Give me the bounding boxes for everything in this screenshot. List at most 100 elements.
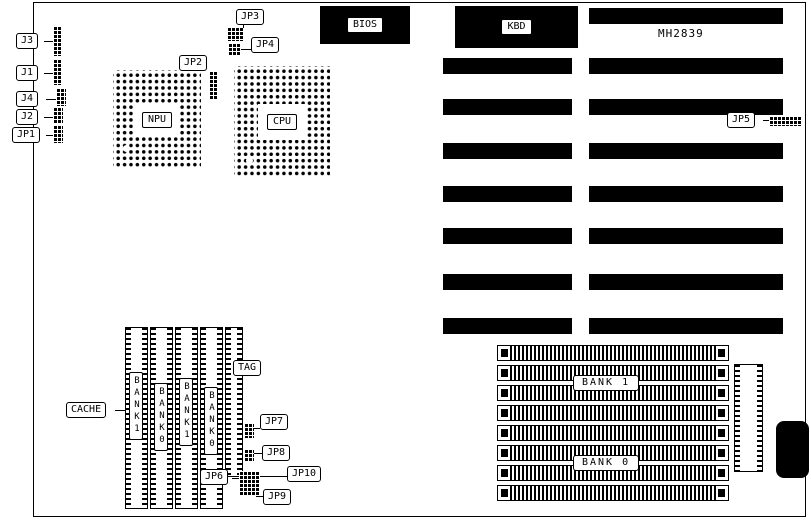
simm-end-hole — [718, 409, 725, 417]
bus-slot-right-4 — [589, 143, 783, 159]
bus-slot-right-2 — [589, 58, 783, 74]
bus-slot-left-6 — [443, 274, 572, 290]
bios-chip: BIOS — [320, 6, 410, 44]
label-jp5: JP5 — [727, 112, 756, 128]
simm-end-hole — [718, 469, 725, 477]
leader-line — [243, 25, 244, 28]
simm-end-hole — [501, 389, 508, 397]
label-jp8: JP8 — [262, 445, 291, 461]
simm-end-hole — [718, 349, 725, 357]
simm-end-hole — [718, 369, 725, 377]
bus-slot-left-1 — [443, 58, 572, 74]
pin-header-jp8 — [244, 449, 254, 462]
pin-header-jp1 — [53, 125, 63, 143]
pin-header-jp5 — [769, 116, 801, 126]
cpu-socket-center: CPU — [258, 104, 306, 140]
bus-slot-right-7 — [589, 274, 783, 290]
pin1-marker — [246, 157, 253, 164]
board-outline — [33, 2, 806, 517]
kbd-chip: KBD — [455, 6, 578, 48]
label-j2: J2 — [16, 109, 39, 125]
bus-slot-right-1 — [589, 8, 783, 24]
simm-end-hole — [718, 429, 725, 437]
leader-line — [254, 453, 262, 454]
memory-bank1-label: BANK 1 — [573, 375, 640, 391]
label-jp6: JP6 — [200, 469, 229, 485]
pin-header-j3 — [53, 26, 62, 56]
bus-slot-left-7 — [443, 318, 572, 334]
leader-line — [46, 99, 56, 100]
simm-end-hole — [501, 469, 508, 477]
simm-end-hole — [718, 389, 725, 397]
bus-slot-right-5 — [589, 186, 783, 202]
leader-line — [763, 120, 769, 121]
tag-label: TAG — [233, 360, 262, 376]
leader-line — [115, 410, 125, 411]
bus-slot-right-6 — [589, 228, 783, 244]
dip-chip-socket — [734, 364, 763, 472]
label-jp9: JP9 — [263, 489, 292, 505]
cpu-socket: CPU — [234, 66, 330, 176]
cache-bank-label-4: BANK0 — [204, 387, 218, 455]
cache-label: CACHE — [66, 402, 107, 418]
leader-line — [44, 41, 53, 42]
leader-line — [44, 73, 53, 74]
leader-line — [260, 476, 287, 477]
pin-header-jp2 — [209, 71, 218, 99]
npu-socket-center: NPU — [135, 103, 179, 136]
simm-end-hole — [501, 429, 508, 437]
label-jp4: JP4 — [251, 37, 280, 53]
leader-line — [254, 428, 260, 429]
leader-line — [44, 117, 53, 118]
board-model: MH2839 — [658, 27, 704, 40]
pin-header-j2 — [53, 107, 63, 123]
keyboard-din-connector — [776, 421, 809, 478]
simm-end-hole — [501, 409, 508, 417]
label-j4: J4 — [16, 91, 39, 107]
leader-line — [46, 135, 53, 136]
pin-header-j4 — [56, 88, 66, 106]
kbd-label: KBD — [501, 19, 532, 35]
cache-bank-label-1: BANK1 — [129, 372, 143, 440]
simm-socket-1 — [497, 345, 729, 361]
leader-line — [232, 478, 239, 479]
leader-line — [256, 496, 263, 497]
label-j3: J3 — [16, 33, 39, 49]
simm-end-hole — [501, 369, 508, 377]
pin-header-jp3 — [227, 27, 243, 41]
bus-slot-right-8 — [589, 318, 783, 334]
cpu-label: CPU — [266, 114, 298, 130]
bios-label: BIOS — [346, 17, 384, 33]
simm-end-hole — [501, 349, 508, 357]
label-jp10: JP10 — [287, 466, 322, 482]
leader-line — [241, 49, 251, 50]
tag-sram-socket — [225, 327, 243, 477]
bus-slot-right-3 — [589, 99, 783, 115]
bus-slot-left-3 — [443, 143, 572, 159]
pin-header-jp4 — [228, 43, 241, 56]
simm-socket-5 — [497, 425, 729, 441]
simm-end-hole — [718, 449, 725, 457]
pin1-marker — [123, 145, 130, 152]
simm-end-hole — [718, 489, 725, 497]
bus-slot-left-5 — [443, 228, 572, 244]
bus-slot-left-4 — [443, 186, 572, 202]
memory-bank0-label: BANK 0 — [573, 455, 640, 471]
simm-socket-8 — [497, 485, 729, 501]
npu-socket: NPU — [113, 70, 201, 168]
pin-header-jp7 — [244, 423, 254, 438]
pin-header-jp6-jp9-jp10 — [239, 471, 260, 496]
pin-header-j1 — [53, 59, 62, 85]
bus-slot-left-2 — [443, 99, 572, 115]
simm-socket-4 — [497, 405, 729, 421]
label-jp7: JP7 — [260, 414, 289, 430]
label-j1: J1 — [16, 65, 39, 81]
label-jp3: JP3 — [236, 9, 265, 25]
npu-label: NPU — [141, 111, 173, 128]
label-jp2: JP2 — [179, 55, 208, 71]
cache-bank-label-2: BANK0 — [154, 383, 168, 451]
cache-bank-label-3: BANK1 — [179, 378, 193, 446]
simm-end-hole — [501, 489, 508, 497]
simm-end-hole — [501, 449, 508, 457]
